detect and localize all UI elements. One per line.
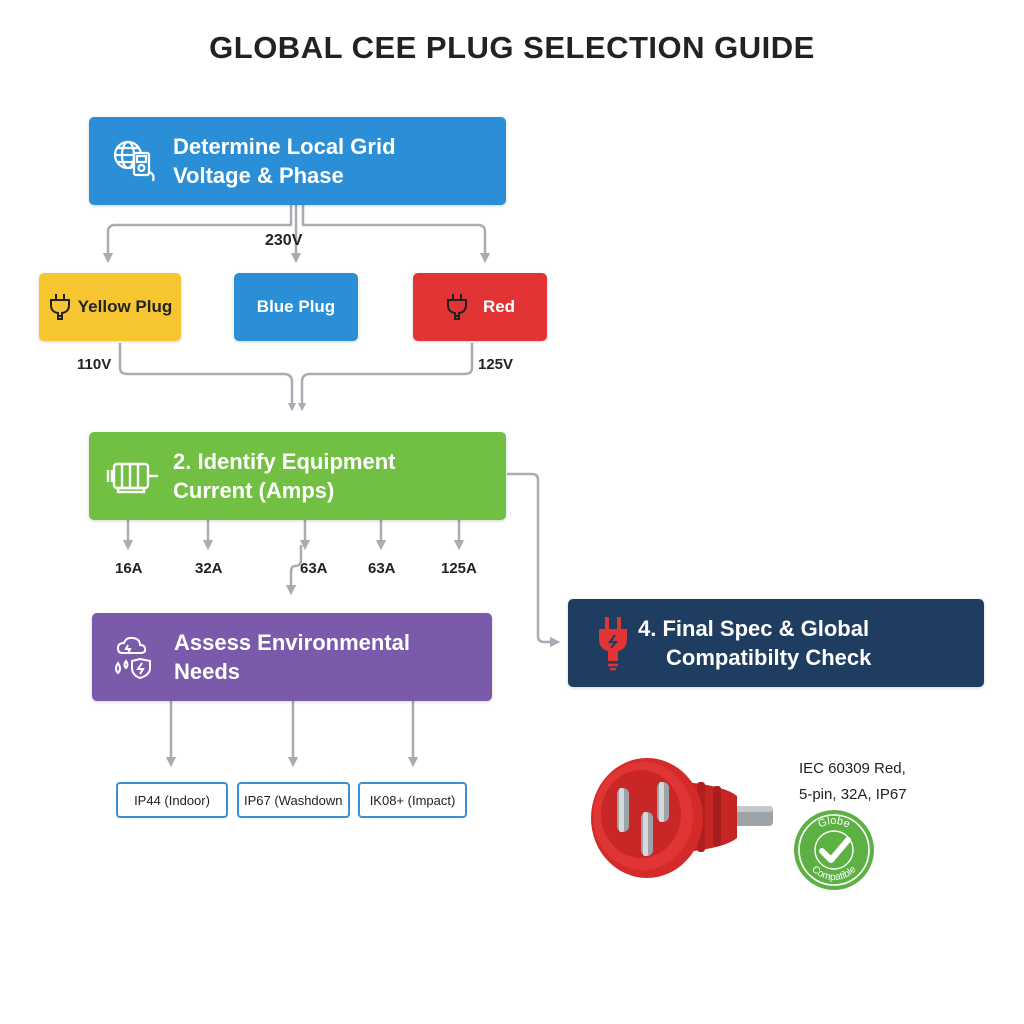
step3-box: Assess Environmental Needs <box>92 613 492 701</box>
spec-line1: IEC 60309 Red, <box>799 760 906 777</box>
step1-title-line2: Voltage & Phase <box>173 163 344 188</box>
svg-text:Compatible: Compatible <box>809 864 858 883</box>
step3-title-line2: Needs <box>174 659 241 684</box>
page-title: GLOBAL CEE PLUG SELECTION GUIDE <box>209 30 815 65</box>
red-cee-plug-illustration <box>591 758 773 878</box>
badge-bottom-text: Compatible <box>809 864 858 883</box>
spec-text: IEC 60309 Red, 5-pin, 32A, IP67 <box>799 756 907 808</box>
checkmark-icon <box>819 837 851 863</box>
red-plug-label: Red <box>482 297 516 316</box>
voltage-230v-label: 230V <box>265 232 303 249</box>
yellow-plug-label: Yellow Plug <box>77 297 173 316</box>
globe-multimeter-icon <box>105 137 165 185</box>
amp-63a-label-2: 63A <box>368 560 396 577</box>
step4-title-line1: 4. Final Spec & Global <box>638 616 870 641</box>
amp-32a-label: 32A <box>195 560 223 577</box>
weather-shield-icon <box>106 633 162 681</box>
plug-icon <box>48 292 72 322</box>
step2-title-line1: 2. Identify Equipment <box>173 449 396 474</box>
ip67-box: IP67 (Washdown <box>237 782 350 818</box>
plug-icon <box>445 292 469 322</box>
ik08-box: IK08+ (Impact) <box>358 782 467 818</box>
spec-line2: 5-pin, 32A, IP67 <box>799 786 907 803</box>
motor-icon <box>103 458 163 494</box>
step3-title-line1: Assess Environmental <box>174 630 410 655</box>
globe-compatible-badge: Globe Compatible <box>794 810 874 890</box>
step2-title-line2: Current (Amps) <box>173 478 335 503</box>
step1-box: Determine Local Grid Voltage & Phase <box>89 117 506 205</box>
blue-plug-label: Blue Plug <box>256 297 336 316</box>
step4-title-line2: Compatibilty Check <box>666 645 872 670</box>
yellow-plug-box: Yellow Plug <box>39 273 181 341</box>
step1-title-line1: Determine Local Grid <box>173 134 396 159</box>
voltage-125v-label: 125V <box>478 356 514 373</box>
voltage-110v-label: 110V <box>77 356 112 373</box>
plug-icon <box>594 615 632 671</box>
svg-text:Globe: Globe <box>816 815 852 831</box>
blue-plug-box: Blue Plug <box>234 273 358 341</box>
amp-125a-label: 125A <box>441 560 477 577</box>
step4-box: 4. Final Spec & Global Compatibilty Chec… <box>568 599 984 687</box>
badge-top-text: Globe <box>816 815 852 831</box>
amp-16a-label: 16A <box>115 560 143 577</box>
step2-box: 2. Identify Equipment Current (Amps) <box>89 432 506 520</box>
amp-63a-label: 63A <box>300 560 328 577</box>
red-plug-box: Red <box>413 273 547 341</box>
ip44-box: IP44 (Indoor) <box>116 782 228 818</box>
